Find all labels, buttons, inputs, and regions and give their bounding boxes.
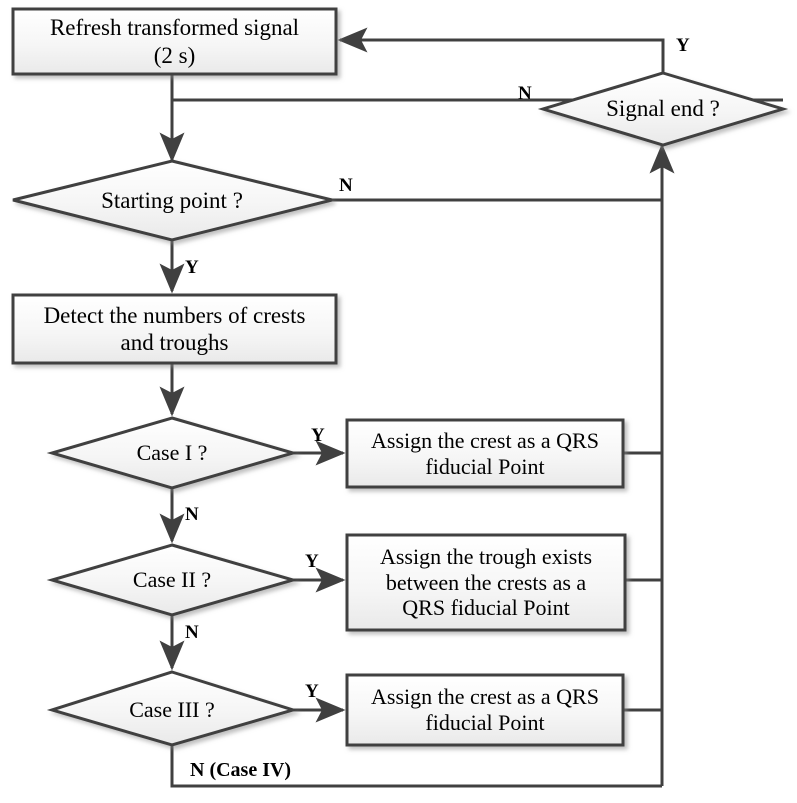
node-signal-end-shape (537, 71, 789, 147)
branch-label-signal-end-no: N (518, 83, 532, 104)
node-case1-shape (46, 416, 299, 490)
node-case1-action-shape (345, 418, 625, 489)
branch-label-case3-yes: Y (305, 681, 319, 702)
node-starting-point-shape (12, 159, 333, 242)
node-refresh-shape (11, 7, 338, 76)
edge-signal-end-yes-to-refresh (337, 27, 665, 73)
branch-label-case2-yes: Y (305, 551, 319, 572)
branch-label-case1-yes: Y (311, 425, 325, 446)
edge-case3-no-case4 (170, 745, 662, 788)
node-case3-action-shape (345, 673, 625, 747)
node-case3-shape (46, 670, 299, 747)
branch-label-case1-no: N (185, 504, 199, 525)
node-case2-action-shape (345, 533, 627, 632)
branch-label-case2-no: N (185, 622, 199, 643)
node-case2-shape (46, 543, 299, 617)
branch-label-signal-end-yes: Y (676, 35, 690, 56)
branch-label-starting-point-yes: Y (185, 257, 199, 278)
node-detect-shape (11, 293, 338, 365)
branch-label-case3-no-case4: N (Case IV) (190, 759, 292, 781)
branch-label-starting-point-no: N (339, 175, 353, 196)
